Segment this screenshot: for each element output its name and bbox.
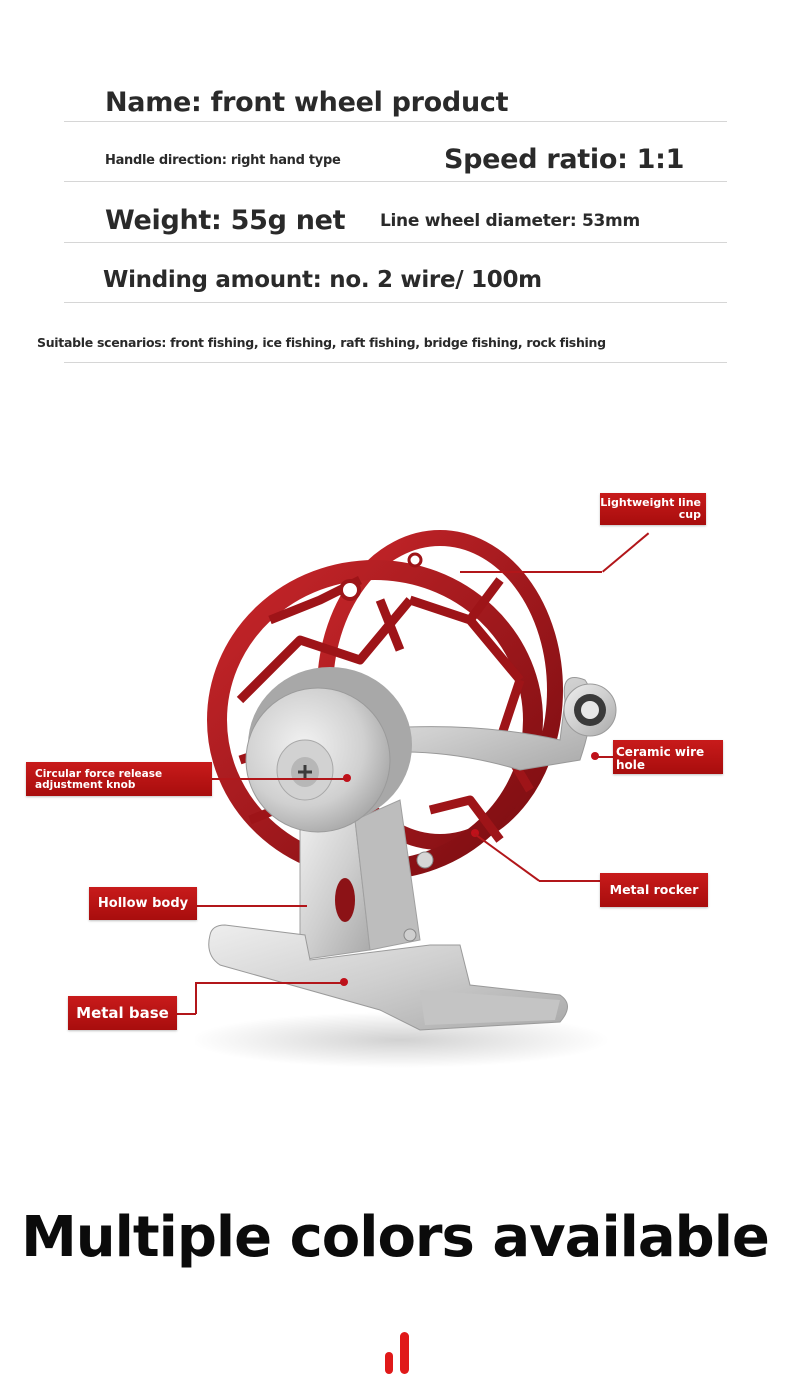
spec-weight: Weight: 55g net <box>105 205 346 236</box>
callout-text: hole <box>616 757 646 772</box>
callout-hollow-body: Hollow body <box>89 887 197 920</box>
callout-leader <box>539 880 601 882</box>
callout-leader <box>195 982 197 1014</box>
spec-name: Name: front wheel product <box>105 87 509 118</box>
callout-leader <box>197 905 307 907</box>
bar-chart-icon <box>383 1330 413 1376</box>
callout-metal-rocker: Metal rocker <box>600 873 708 907</box>
multiple-colors-title: Multiple colors available <box>21 1205 770 1270</box>
spec-speed-ratio: Speed ratio: 1:1 <box>444 144 685 175</box>
spec-suitable-scenarios: Suitable scenarios: front fishing, ice f… <box>37 335 606 350</box>
divider <box>64 121 727 122</box>
spec-handle-direction: Handle direction: right hand type <box>105 153 341 168</box>
callout-leader <box>211 778 347 780</box>
divider <box>64 181 727 182</box>
callout-leader <box>177 1013 196 1015</box>
callout-text: Ceramic wire <box>616 745 705 759</box>
callout-leader <box>460 571 602 573</box>
callout-text: Lightweight line <box>600 496 701 509</box>
callout-dot <box>340 978 348 986</box>
spec-line-wheel-diameter: Line wheel diameter: 53mm <box>380 211 640 231</box>
callout-text: cup <box>678 507 701 521</box>
divider <box>64 302 727 303</box>
spec-winding-amount: Winding amount: no. 2 wire/ 100m <box>103 267 542 293</box>
fishing-reel-image <box>190 530 625 1070</box>
divider <box>64 242 727 243</box>
callout-text: adjustment knob <box>35 779 136 792</box>
callout-leader <box>196 982 344 984</box>
callout-text: Circular force release <box>35 768 163 780</box>
callout-dot <box>343 774 351 782</box>
callout-ceramic-wire-hole: Ceramic wire hole <box>613 740 723 774</box>
callout-force-release-knob: Circular force release adjustment knob <box>26 762 212 796</box>
callout-lightweight-line-cup: Lightweight line cup <box>600 493 706 525</box>
callout-metal-base: Metal base <box>68 996 177 1030</box>
divider <box>64 362 727 363</box>
callout-leader <box>595 756 615 758</box>
